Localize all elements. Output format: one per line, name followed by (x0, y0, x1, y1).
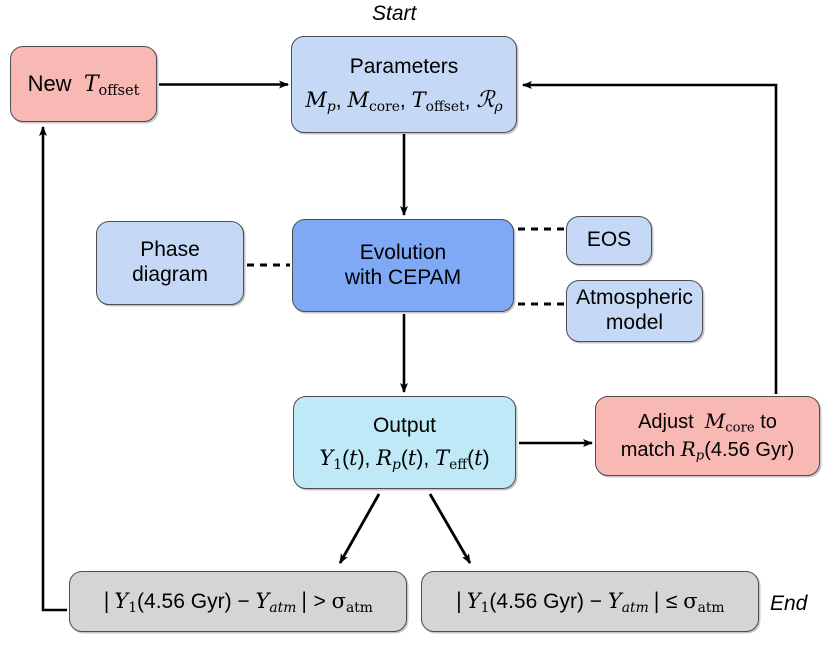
node-new-toffset[interactable]: New Toffset (10, 46, 157, 122)
node-parameters-title: Parameters (349, 55, 459, 79)
node-new-toffset-label: New Toffset (27, 70, 140, 99)
node-output-title: Output (372, 413, 437, 437)
node-atmospheric-model[interactable]: Atmospheric model (566, 280, 703, 342)
edge-condition-greater-to-newtoffset-loop (39, 126, 67, 612)
node-phase-diagram-line1: Phase (140, 238, 200, 262)
node-evolution-line2: with CEPAM (344, 265, 462, 289)
node-parameters[interactable]: Parameters Mp, Mcore, Toffset, ℛρ (291, 36, 517, 133)
node-output-formula: Y1(t), Rp(t), Teff(t) (319, 445, 490, 473)
node-adjust-mcore[interactable]: Adjust Mcore to match Rp(4.56 Gyr) (595, 396, 820, 476)
node-output[interactable]: Output Y1(t), Rp(t), Teff(t) (293, 396, 516, 489)
node-condition-greater-text: | Y1(4.56 Gyr) − Yatm | > σatm (103, 588, 373, 616)
start-caption: Start (372, 2, 417, 25)
node-evolution-line1: Evolution (359, 240, 447, 264)
node-eos-label: EOS (586, 228, 632, 252)
node-parameters-formula: Mp, Mcore, Toffset, ℛρ (305, 87, 503, 115)
node-atmospheric-model-line2: model (605, 311, 664, 334)
end-caption: End (770, 592, 808, 615)
node-phase-diagram-line2: diagram (132, 263, 208, 286)
edge-output-to-condition-greater (338, 493, 381, 564)
node-condition-lesser[interactable]: | Y1(4.56 Gyr) − Yatm | ≤ σatm (421, 571, 759, 632)
node-adjust-line2: match Rp(4.56 Gyr) (620, 436, 795, 464)
node-condition-lesser-text: | Y1(4.56 Gyr) − Yatm | ≤ σatm (455, 588, 725, 616)
node-eos[interactable]: EOS (566, 216, 652, 265)
node-atmospheric-model-line1: Atmospheric (576, 286, 693, 310)
edge-output-to-condition-lesser (428, 493, 472, 564)
node-adjust-line1: Adjust Mcore to (638, 408, 777, 436)
node-condition-greater[interactable]: | Y1(4.56 Gyr) − Yatm | > σatm (69, 571, 407, 632)
node-phase-diagram[interactable]: Phase diagram (96, 221, 244, 305)
node-evolution-with-cepam[interactable]: Evolution with CEPAM (292, 219, 514, 312)
